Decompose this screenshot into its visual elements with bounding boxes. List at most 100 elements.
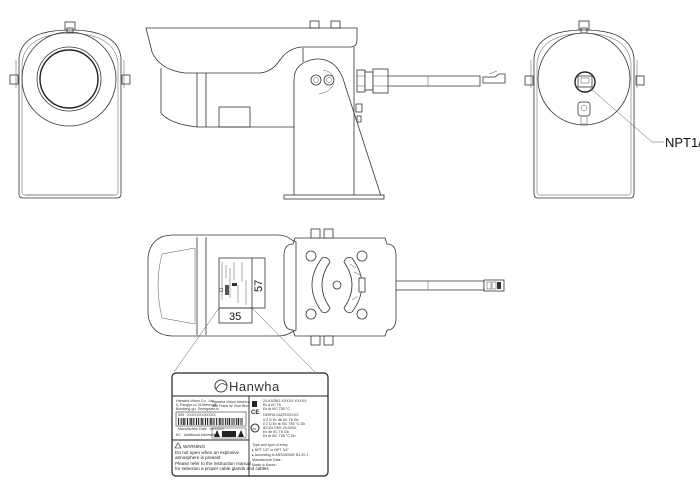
cert-line: II 2 G Ex db IIC T6 Gb — [263, 418, 299, 422]
barcode-bar — [226, 418, 228, 425]
serial-barcode-box — [175, 411, 247, 427]
top-label-mini-content — [218, 262, 247, 305]
serial-number-text: S/N : XXXXXXXXXXXX — [178, 413, 216, 417]
label-info-line: 500 Frank W. Burr Blvd. — [212, 404, 250, 408]
entry-line: Type and type of entry: — [252, 443, 289, 447]
barcode-bar — [203, 418, 205, 425]
top-bracket-plate — [283, 237, 397, 337]
front-lens-window — [39, 49, 99, 109]
detail-leader-left — [173, 307, 220, 373]
label-width-dimension: 35 — [229, 311, 241, 323]
side-base-plate — [283, 194, 385, 200]
front-bracket-arms — [15, 60, 125, 88]
entry-line: ▸ According to ANSI/ASME B1.20.1 — [252, 453, 308, 457]
barcode-bar — [212, 418, 214, 425]
cert-line: II 2 D Ex tb IIIC T85 °C Db — [263, 422, 305, 426]
pan-slot-left — [311, 257, 331, 313]
cert-line: DEKRA 24ATEX0XXX — [263, 413, 299, 417]
manufacture-date-text: Manufacture Date : XXXXXX — [178, 427, 225, 431]
side-view — [145, 20, 506, 200]
npt-leader-line — [589, 87, 664, 143]
barcode-bar — [224, 418, 226, 425]
barcode — [178, 418, 243, 425]
weee-bin-icon — [252, 401, 257, 407]
svg-text:εx: εx — [253, 426, 257, 431]
barcode-bar — [199, 418, 201, 425]
model-line: Ex tb IIIC T85 °C — [263, 407, 290, 411]
detail-leader-right — [251, 307, 316, 373]
cert-line: Ex db IIC T6 Gb — [263, 430, 289, 434]
side-rear-fitting — [355, 103, 363, 113]
front-sunshield-ring — [21, 31, 117, 127]
mount-hole-1 — [305, 250, 317, 262]
warning-line: atmosphere is present. — [175, 455, 222, 460]
side-pivot-knob-2 — [323, 74, 335, 86]
mount-hole-2 — [356, 250, 368, 262]
rear-cover-ring — [537, 32, 631, 126]
front-left-nub — [9, 74, 19, 85]
barcode-bar — [240, 418, 241, 425]
warning-triangle-icon — [238, 430, 244, 437]
side-pivot-knob-1 — [310, 74, 322, 86]
barcode-bar — [223, 418, 224, 425]
top-view: 35 57 — [147, 228, 505, 373]
barcode-bar — [205, 418, 206, 425]
barcode-bar — [219, 418, 221, 425]
center-pivot-hole — [332, 280, 342, 290]
cert-note: KC · Additional information — [176, 433, 219, 437]
top-bolt-2 — [323, 228, 334, 239]
barcode-bar — [228, 418, 231, 425]
barcode-bar — [201, 418, 203, 425]
warning-title: WARNING — [183, 444, 205, 449]
barcode-bar — [188, 418, 190, 425]
top-bolt-4 — [323, 335, 334, 346]
barcode-bar — [181, 418, 183, 425]
cable-gland-nut-2 — [372, 68, 389, 94]
barcode-bar — [197, 418, 199, 425]
top-bolt-3 — [310, 335, 321, 346]
warning-line: Do not open when an explosive — [175, 450, 240, 455]
label-height-dimension: 57 — [253, 280, 265, 292]
barcode-bar — [237, 418, 240, 425]
barcode-bar — [196, 418, 197, 425]
side-top-bolt-2 — [330, 20, 341, 29]
rear-housing — [533, 29, 635, 199]
manufacture-date-label: Manufacture Date : — [252, 458, 283, 462]
cert-line: Ex tb IIIC T85 °C Db — [263, 434, 296, 438]
ex-mark-icon — [250, 423, 260, 433]
side-body-outline — [160, 68, 294, 128]
npt-conduit-entry — [574, 71, 596, 93]
model-line: 24-KA2BO-XXXXX-XXXXX — [263, 399, 307, 403]
label-info-line: Hanwha Vision America — [212, 400, 250, 404]
label-detail-frame — [171, 372, 329, 477]
front-view — [9, 21, 131, 199]
barcode-bar — [178, 418, 179, 425]
side-tilt-slot — [318, 69, 335, 95]
made-in-label: Made in Korea : — [252, 463, 277, 467]
top-sunshield-recess — [157, 247, 196, 325]
barcode-bar — [192, 418, 194, 425]
label-detail: Hanwha Hanwha Vision Co., Ltd. 6, Pangyo… — [171, 372, 329, 477]
model-line: Ex d IIC T6 — [263, 403, 281, 407]
barcode-bar — [235, 418, 237, 425]
hanwha-logo: Hanwha — [214, 379, 279, 394]
barcode-bar — [231, 418, 232, 425]
label-info-line: 6, Pangyo-ro 319beon-gil, — [176, 403, 217, 407]
label-info-line: Hanwha Vision Co., Ltd. — [176, 399, 215, 403]
rear-right-nub — [635, 75, 645, 86]
front-housing — [18, 29, 122, 199]
npt-callout-label: NPT1/2 — [665, 135, 700, 150]
slot-locking-block — [358, 277, 366, 293]
barcode-bar — [214, 418, 215, 425]
front-right-nub — [121, 74, 131, 85]
rj45-plug — [482, 73, 506, 84]
barcode-bar — [241, 418, 243, 425]
barcode-bar — [190, 418, 192, 425]
top-bolt-1 — [310, 228, 321, 239]
side-bracket — [293, 58, 382, 197]
rear-left-nub — [524, 75, 534, 86]
barcode-bar — [232, 418, 234, 425]
barcode-bar — [210, 418, 212, 425]
barcode-bar — [194, 418, 196, 425]
